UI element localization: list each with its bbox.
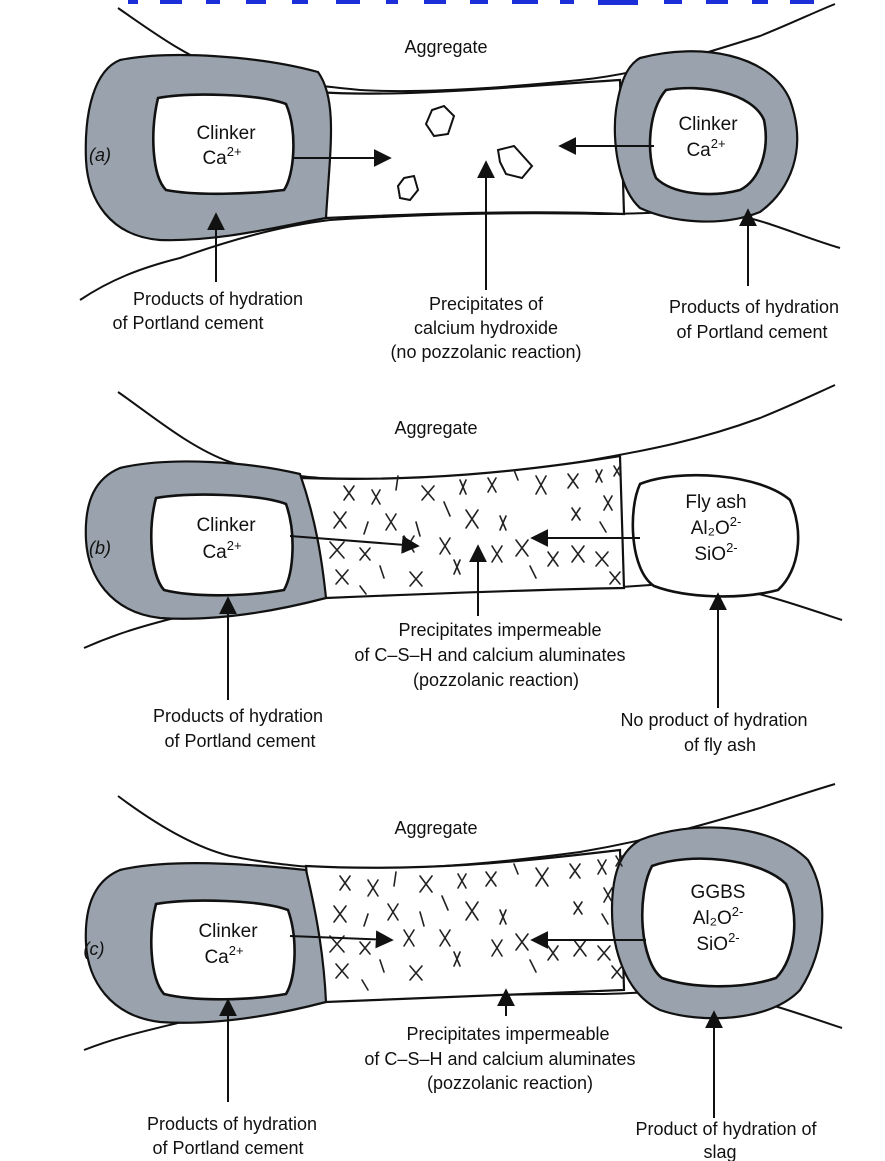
panel-label: (a) xyxy=(89,145,111,165)
right-caption-line-2: of Portland cement xyxy=(676,322,827,342)
panel-b: Aggregate (b) Clinker Ca2+ Fly ash Al₂O2… xyxy=(84,385,842,755)
middle-caption-line-3: (pozzolanic reaction) xyxy=(413,670,579,690)
left-core-name: Clinker xyxy=(196,515,256,536)
middle-caption-line-2: of C–S–H and calcium aluminates xyxy=(364,1049,635,1069)
left-core-name: Clinker xyxy=(196,123,256,144)
middle-caption-line-1: Precipitates impermeable xyxy=(406,1024,609,1044)
middle-caption-line-3: (no pozzolanic reaction) xyxy=(390,342,581,362)
left-caption-line-2: of Portland cement xyxy=(164,731,315,751)
middle-caption-line-1: Precipitates impermeable xyxy=(398,620,601,640)
left-clinker-core xyxy=(153,95,293,194)
middle-caption-line-1: Precipitates of xyxy=(429,294,544,314)
left-caption-line-2: of Portland cement xyxy=(152,1138,303,1158)
left-caption-line-1: Products of hydration xyxy=(133,289,303,309)
panel-a: Aggregate (a) Clinker Ca2+ Clinker Ca2+ … xyxy=(80,4,840,362)
right-caption-line-2: slag xyxy=(703,1142,736,1161)
left-caption-line-2: of Portland cement xyxy=(112,313,263,333)
left-caption-line-1: Products of hydration xyxy=(147,1114,317,1134)
left-core-name: Clinker xyxy=(198,921,258,942)
middle-caption-line-3: (pozzolanic reaction) xyxy=(427,1073,593,1093)
aggregate-label: Aggregate xyxy=(404,37,487,57)
panel-c: Aggregate (c) Clinker Ca2+ GGBS Al₂O2- S… xyxy=(84,784,843,1161)
panel-label: (b) xyxy=(89,538,111,558)
middle-caption-line-2: calcium hydroxide xyxy=(414,318,558,338)
aggregate-label: Aggregate xyxy=(394,418,477,438)
right-caption-line-1: Products of hydration xyxy=(669,297,839,317)
right-core-name: Fly ash xyxy=(685,492,746,513)
right-caption-line-1: Product of hydration of xyxy=(635,1119,817,1139)
right-core-name: Clinker xyxy=(678,114,738,135)
right-core-name: GGBS xyxy=(691,882,746,903)
aggregate-label: Aggregate xyxy=(394,818,477,838)
middle-caption-line-2: of C–S–H and calcium aluminates xyxy=(354,645,625,665)
right-caption-line-1: No product of hydration xyxy=(620,710,807,730)
right-caption-line-2: of fly ash xyxy=(684,735,756,755)
left-caption-line-1: Products of hydration xyxy=(153,706,323,726)
panel-label: (c) xyxy=(84,939,105,959)
